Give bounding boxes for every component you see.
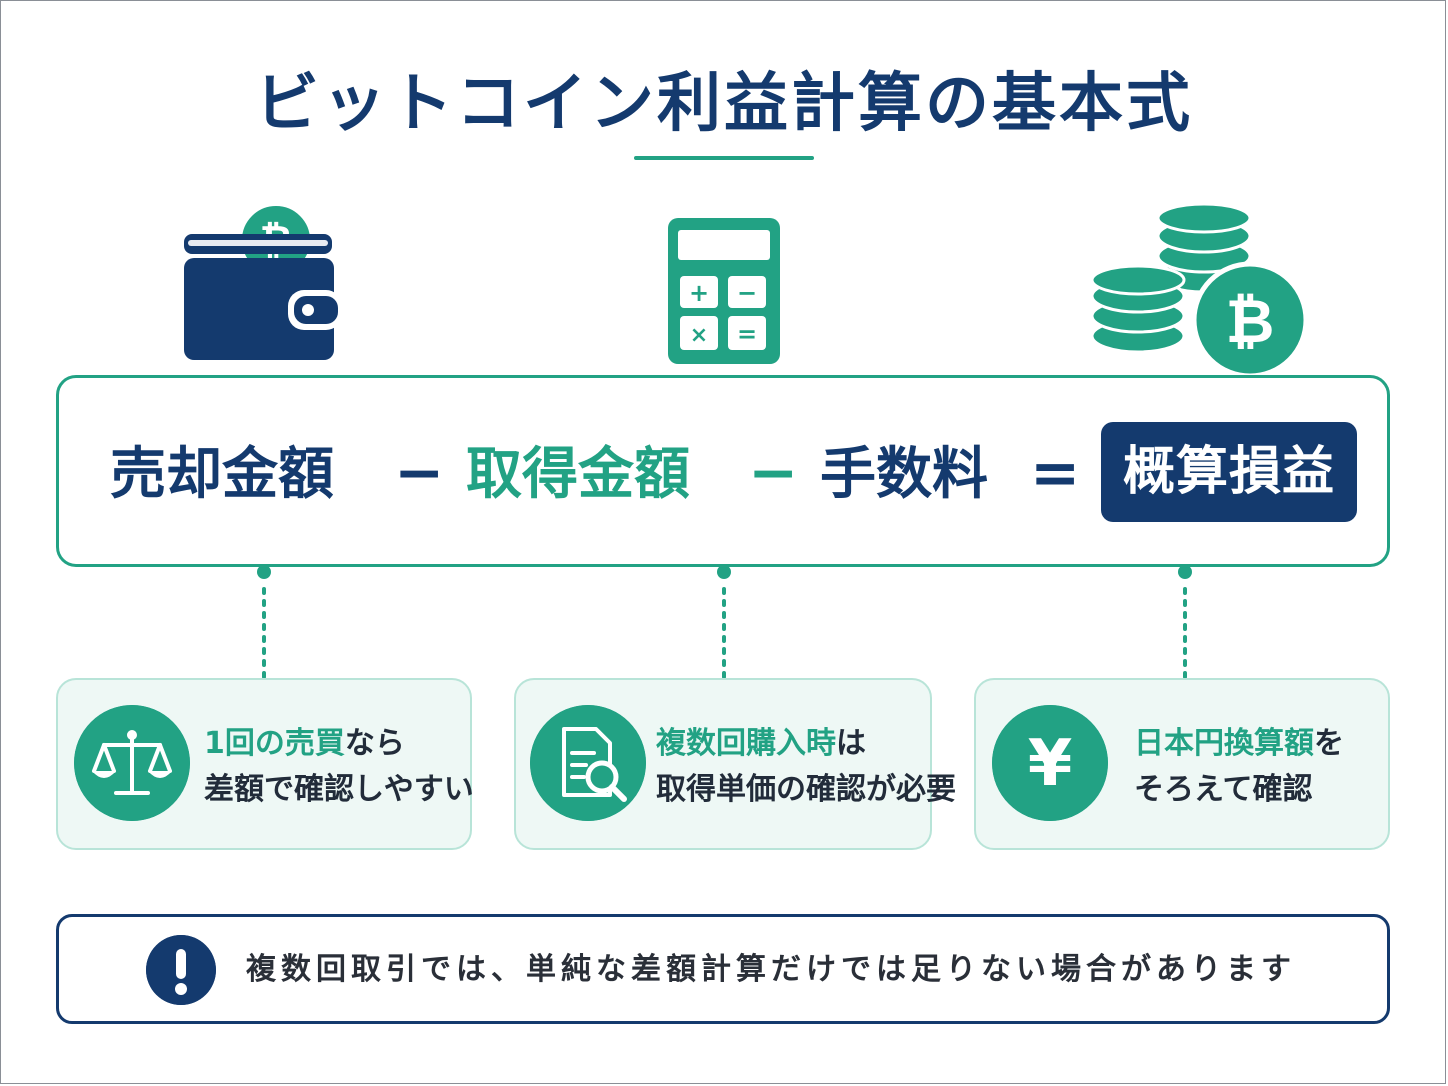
card2-line1: 複数回購入時は (656, 724, 866, 764)
formula-result: 概算損益 (1101, 422, 1357, 522)
connector-2 (717, 565, 731, 679)
formula-minus-2: − (748, 438, 799, 508)
formula-minus-1: − (394, 438, 445, 508)
document-search-icon (530, 705, 646, 821)
formula-term-sale-amount: 売却金額 (110, 442, 334, 507)
wallet-bitcoin-icon: ₿ (184, 202, 342, 360)
card1-line2: 差額で確認しやすい (204, 772, 474, 807)
card1-line1: 1回の売買なら (204, 724, 405, 764)
note-box (56, 914, 1390, 1024)
card2-line2: 取得単価の確認が必要 (656, 772, 956, 807)
connector-1 (257, 565, 271, 679)
card2-highlight: 複数回購入時 (656, 726, 836, 761)
card3-line2: そろえて確認 (1134, 772, 1313, 807)
svg-text:×: × (690, 323, 708, 348)
formula-term-fees: 手数料 (820, 442, 988, 507)
card3-line1: 日本円換算額を (1134, 724, 1344, 764)
connector-3 (1178, 565, 1192, 679)
card2-rest: は (836, 726, 866, 761)
svg-text:−: − (737, 279, 757, 307)
card1-highlight: 1回の売買 (204, 726, 345, 761)
exclamation-icon (146, 935, 216, 1005)
svg-text:=: = (737, 320, 757, 348)
svg-text:+: + (689, 279, 709, 307)
yen-icon: ¥ (992, 705, 1108, 821)
page-title: ビットコイン利益計算の基本式 (255, 67, 1193, 141)
note-text: 複数回取引では、単純な差額計算だけでは足りない場合があります (246, 952, 1296, 987)
card3-highlight: 日本円換算額 (1134, 726, 1314, 761)
formula-equals: = (1030, 438, 1081, 508)
svg-text:₿: ₿ (1226, 287, 1275, 357)
formula-term-acquisition-amount: 取得金額 (466, 442, 690, 507)
title-underline (634, 156, 814, 160)
svg-text:¥: ¥ (1028, 727, 1073, 801)
card3-rest: を (1314, 726, 1344, 761)
coin-stack-bitcoin-icon: ₿ (1092, 204, 1309, 376)
card1-rest: なら (344, 726, 405, 761)
balance-scale-icon (74, 705, 190, 821)
calculator-icon: + − × = (668, 218, 780, 364)
